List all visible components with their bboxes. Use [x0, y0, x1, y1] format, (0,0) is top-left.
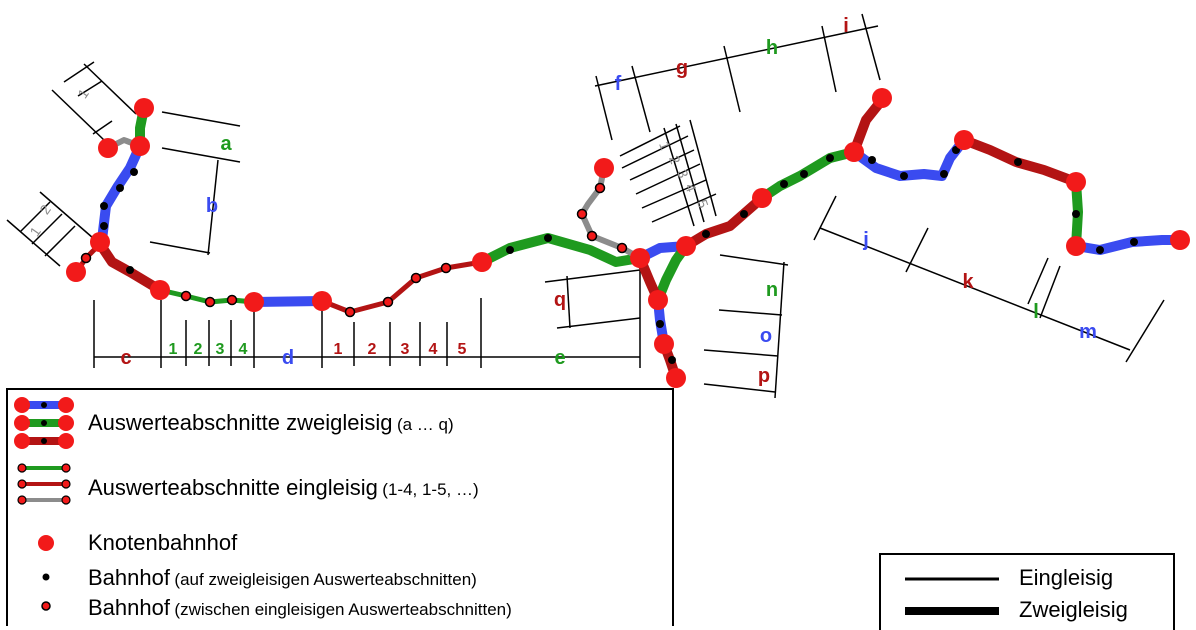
legend-double-track: Zweigleisig — [1019, 597, 1128, 622]
legend-double-range: (a … q) — [396, 415, 454, 434]
label-a: a — [220, 133, 232, 155]
label-q: q — [554, 289, 566, 311]
legend-single-title: Auswerteabschnitte eingleisig — [88, 475, 378, 500]
label-mid-left-2: 2 — [36, 201, 54, 217]
label-o: o — [760, 325, 772, 347]
stations-single — [80, 182, 628, 318]
track-red-single-d — [319, 259, 485, 315]
label-c4: 4 — [239, 341, 248, 358]
label-d3: 3 — [401, 341, 410, 358]
track-blue-j — [849, 135, 969, 181]
legend-station-single-title: Bahnhof — [88, 595, 170, 620]
label-d4: 4 — [429, 341, 438, 358]
line-width-symbols — [905, 577, 999, 615]
label-top-left-1: 1 — [74, 85, 92, 101]
label-i: i — [843, 15, 849, 37]
legend-station-double-icon — [42, 573, 50, 581]
label-c: c — [120, 347, 131, 369]
label-d5: 5 — [458, 341, 467, 358]
label-h: h — [766, 37, 778, 59]
label-e: e — [554, 347, 565, 369]
label-d2: 2 — [368, 341, 377, 358]
legend-station-double-note: (auf zweigleisigen Auswerteabschnitten) — [174, 570, 477, 589]
label-g: g — [676, 57, 688, 79]
label-c3: 3 — [216, 341, 225, 358]
line-width-legend: Eingleisig Zweigleisig — [879, 553, 1175, 630]
stations-double — [100, 146, 1138, 364]
legend-panel: Auswerteabschnitte zweigleisig (a … q) A… — [6, 388, 674, 626]
label-j: j — [862, 229, 869, 251]
label-n: n — [766, 279, 778, 301]
label-fb-4: 4 — [682, 181, 700, 194]
legend-station-single-icon — [41, 601, 51, 611]
track-blue-m — [1071, 235, 1185, 255]
label-m: m — [1079, 321, 1097, 343]
track-green-h — [757, 147, 859, 203]
label-l: l — [1033, 301, 1039, 323]
legend-single-range: (1-4, 1-5, …) — [382, 480, 479, 499]
legend-symbols — [14, 397, 74, 611]
track-red-c — [95, 239, 165, 295]
label-f: f — [615, 73, 622, 95]
node-stations — [66, 88, 1190, 388]
track-segments — [75, 95, 1185, 383]
section-labels: a b c d e f g h i j k l m n o p q — [120, 15, 1096, 387]
label-d1: 1 — [334, 341, 343, 358]
legend-station-double-title: Bahnhof — [88, 565, 170, 590]
label-mid-left-1: 1 — [26, 223, 44, 239]
track-grey-stub-mid — [579, 165, 643, 261]
label-c2: 2 — [194, 341, 203, 358]
track-blue-d — [249, 296, 327, 307]
legend-node-station: Knotenbahnhof — [88, 530, 238, 555]
track-red-i — [849, 95, 887, 157]
label-k: k — [962, 271, 974, 293]
track-green-e — [477, 233, 645, 267]
legend-station-single-note: (zwischen eingleisigen Auswerteabschnitt… — [174, 600, 512, 619]
legend-single-track: Eingleisig — [1019, 565, 1114, 590]
label-p: p — [758, 365, 770, 387]
label-b: b — [206, 195, 218, 217]
label-c1: 1 — [169, 341, 178, 358]
dimension-lines — [6, 13, 1165, 399]
legend-double-title: Auswerteabschnitte zweigleisig — [88, 410, 393, 435]
label-d: d — [282, 347, 294, 369]
legend-node-icon — [38, 535, 54, 551]
